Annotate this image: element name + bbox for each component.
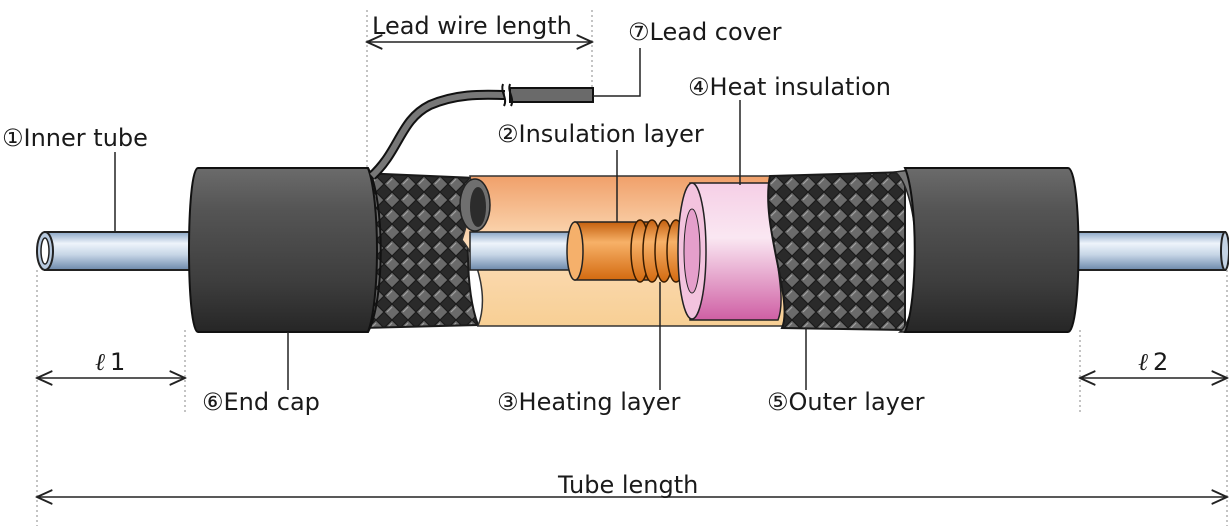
dim-lead-wire-length: Lead wire length <box>372 12 572 40</box>
label-lead-cover: ⑦Lead cover <box>628 18 782 46</box>
label-inner-tube: ①Inner tube <box>2 124 148 152</box>
label-insulation-layer: ②Insulation layer <box>497 120 704 148</box>
end-cap-left <box>188 167 382 333</box>
dim-l1: ℓ 1 <box>95 348 125 376</box>
dim-l2-index: 2 <box>1153 348 1168 376</box>
heat-insulation <box>677 182 782 321</box>
label-heating-layer: ③Heating layer <box>497 388 681 416</box>
dim-l2: ℓ 2 <box>1138 348 1168 376</box>
dim-tube-length: Tube length <box>557 471 698 499</box>
dim-l1-index: 1 <box>110 348 125 376</box>
label-end-cap: ⑥End cap <box>202 388 320 416</box>
label-outer-layer: ⑤Outer layer <box>767 388 925 416</box>
guide-lines <box>36 10 1228 526</box>
outer-braid-right <box>767 169 931 333</box>
label-heat-insulation: ④Heat insulation <box>688 73 891 101</box>
inner-tube <box>36 231 1229 271</box>
dimension-arrows <box>37 42 1227 497</box>
leader-lines <box>114 48 807 390</box>
end-cap-right <box>903 167 1080 333</box>
lead-wire <box>368 83 594 180</box>
dim-l2-symbol: ℓ <box>1138 348 1148 376</box>
dim-l1-symbol: ℓ <box>95 348 105 376</box>
